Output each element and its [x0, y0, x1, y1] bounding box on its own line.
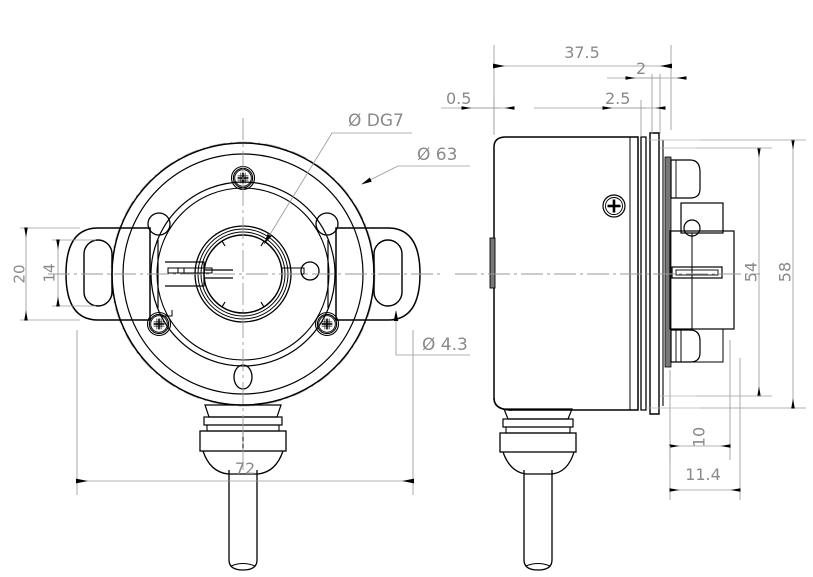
dim-dia-4p3: Ø 4.3 — [393, 310, 470, 356]
dim-2-label: 2 — [636, 59, 646, 78]
dim-72: 72 — [76, 330, 414, 495]
dim-2p5: 2.5 — [534, 89, 666, 136]
dim-54-label: 54 — [742, 262, 761, 282]
side-cross-screw — [602, 194, 626, 218]
front-reference-circle — [110, 141, 376, 407]
side-cable — [523, 470, 553, 571]
dim-14-label: 14 — [41, 263, 59, 282]
dim-2p5-label: 2.5 — [605, 89, 630, 108]
cross-screw-lower-right — [314, 311, 340, 337]
side-cable-gland — [499, 408, 577, 475]
bracket-tab-top — [670, 159, 701, 199]
dim-0p5-label: 0.5 — [446, 89, 471, 108]
housing-side-notch — [489, 237, 496, 289]
front-view — [48, 118, 440, 571]
dim-37p5-label: 37.5 — [564, 43, 600, 62]
dim-4p3-label: Ø 4.3 — [422, 335, 468, 355]
dim-0p5: 0.5 — [441, 89, 515, 135]
clamp-screw-head — [300, 261, 320, 281]
dim-72-label: 72 — [235, 459, 255, 478]
dim-dia-dg7: Ø DG7 — [263, 111, 412, 245]
side-flange-plates — [640, 132, 664, 415]
side-housing-body — [489, 136, 639, 411]
dim-2: 2 — [607, 59, 687, 134]
dim-11p4-label: 11.4 — [685, 465, 721, 484]
dim-20: 20 — [11, 227, 80, 321]
front-centerlines — [48, 118, 440, 470]
dim-11p4: 11.4 — [669, 358, 741, 500]
extension-lines — [646, 139, 806, 409]
side-view — [455, 132, 760, 571]
dimension-layer: 20 14 72 Ø DG7 Ø 63 Ø 4.3 — [11, 43, 806, 500]
plain-hole-upper-left — [147, 212, 171, 236]
dim-14: 14 — [41, 239, 96, 307]
dim-dia-63: Ø 63 — [361, 145, 470, 185]
dim-37p5: 37.5 — [493, 43, 672, 130]
dim-63-label: Ø 63 — [417, 145, 457, 165]
dim-20-label: 20 — [11, 264, 29, 283]
side-rear-bracket — [664, 156, 735, 368]
dim-dg7-label: Ø DG7 — [348, 111, 404, 131]
front-cable — [228, 470, 258, 571]
dim-58-label: 58 — [776, 262, 795, 282]
plain-hole-upper-right — [315, 212, 339, 236]
dim-10-label: 10 — [690, 427, 709, 447]
dim-10: 10 — [669, 340, 731, 460]
